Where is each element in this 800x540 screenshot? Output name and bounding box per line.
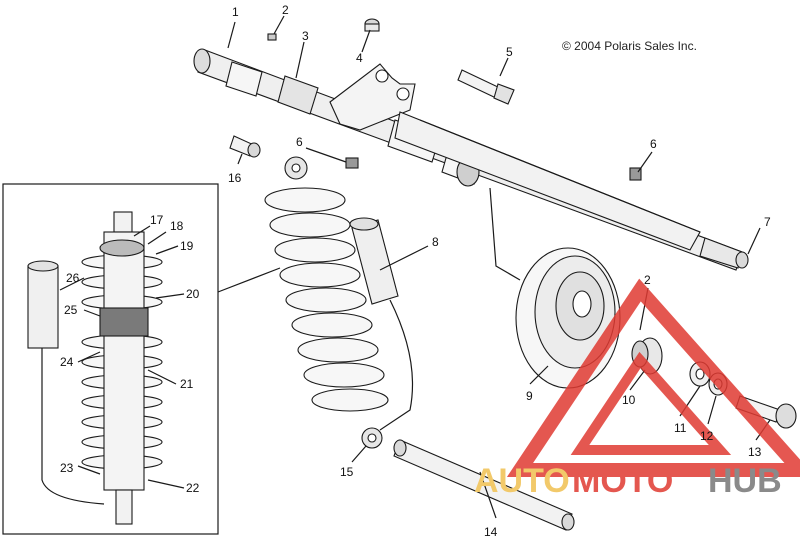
bushing-16 — [229, 135, 261, 158]
watermark-logo — [506, 278, 800, 477]
callout-18: 18 — [170, 219, 184, 233]
fitting-4 — [364, 18, 380, 32]
callout-8: 8 — [432, 235, 439, 249]
callout-12: 12 — [700, 429, 714, 443]
shock-cutaway-inset — [2, 183, 281, 535]
watermark-auto: AUTO — [474, 462, 570, 500]
bolt-5 — [457, 69, 515, 105]
callout-25: 25 — [64, 303, 78, 317]
callout-1: 1 — [232, 5, 239, 19]
shock-absorber — [264, 156, 414, 449]
callout-23: 23 — [60, 461, 74, 475]
callout-2-wheel: 2 — [644, 273, 651, 287]
watermark-triangle-inner — [570, 351, 732, 455]
copyright-text: © 2004 Polaris Sales Inc. — [562, 39, 697, 53]
callout-24: 24 — [60, 355, 74, 369]
callout-22: 22 — [186, 481, 200, 495]
callout-9: 9 — [526, 389, 533, 403]
callout-19: 19 — [180, 239, 194, 253]
torque-arm-axle — [193, 48, 749, 271]
watermark-text: AUTO MOTO HUB — [474, 462, 782, 500]
leader-lines — [59, 15, 771, 519]
callout-2-top: 2 — [282, 3, 289, 17]
grease-fitting-2-top — [267, 33, 277, 41]
watermark-moto: MOTO — [572, 462, 673, 500]
washer-11 — [689, 361, 711, 387]
lower-shaft-14 — [393, 439, 575, 531]
grease-fitting-6-right — [629, 167, 642, 181]
callout-20: 20 — [186, 287, 200, 301]
callout-3: 3 — [302, 29, 309, 43]
callout-4: 4 — [356, 51, 363, 65]
callout-13: 13 — [748, 445, 762, 459]
callout-6-left: 6 — [296, 135, 303, 149]
watermark-hub: HUB — [708, 462, 782, 500]
callout-15: 15 — [340, 465, 354, 479]
grease-fitting-6-left — [345, 157, 359, 169]
callout-14: 14 — [484, 525, 498, 539]
callout-17: 17 — [150, 213, 164, 227]
callout-6-right: 6 — [650, 137, 657, 151]
callout-7: 7 — [764, 215, 771, 229]
callout-labels: 1 2 3 4 5 6 6 7 8 2 9 10 11 12 13 14 15 … — [60, 3, 771, 539]
callout-26: 26 — [66, 271, 80, 285]
callout-5: 5 — [506, 45, 513, 59]
watermark-triangle-shape — [506, 278, 800, 477]
callout-11: 11 — [674, 421, 687, 435]
coil-spring — [264, 187, 389, 412]
callout-10: 10 — [622, 393, 636, 407]
callout-16: 16 — [228, 171, 242, 185]
callout-21: 21 — [180, 377, 194, 391]
